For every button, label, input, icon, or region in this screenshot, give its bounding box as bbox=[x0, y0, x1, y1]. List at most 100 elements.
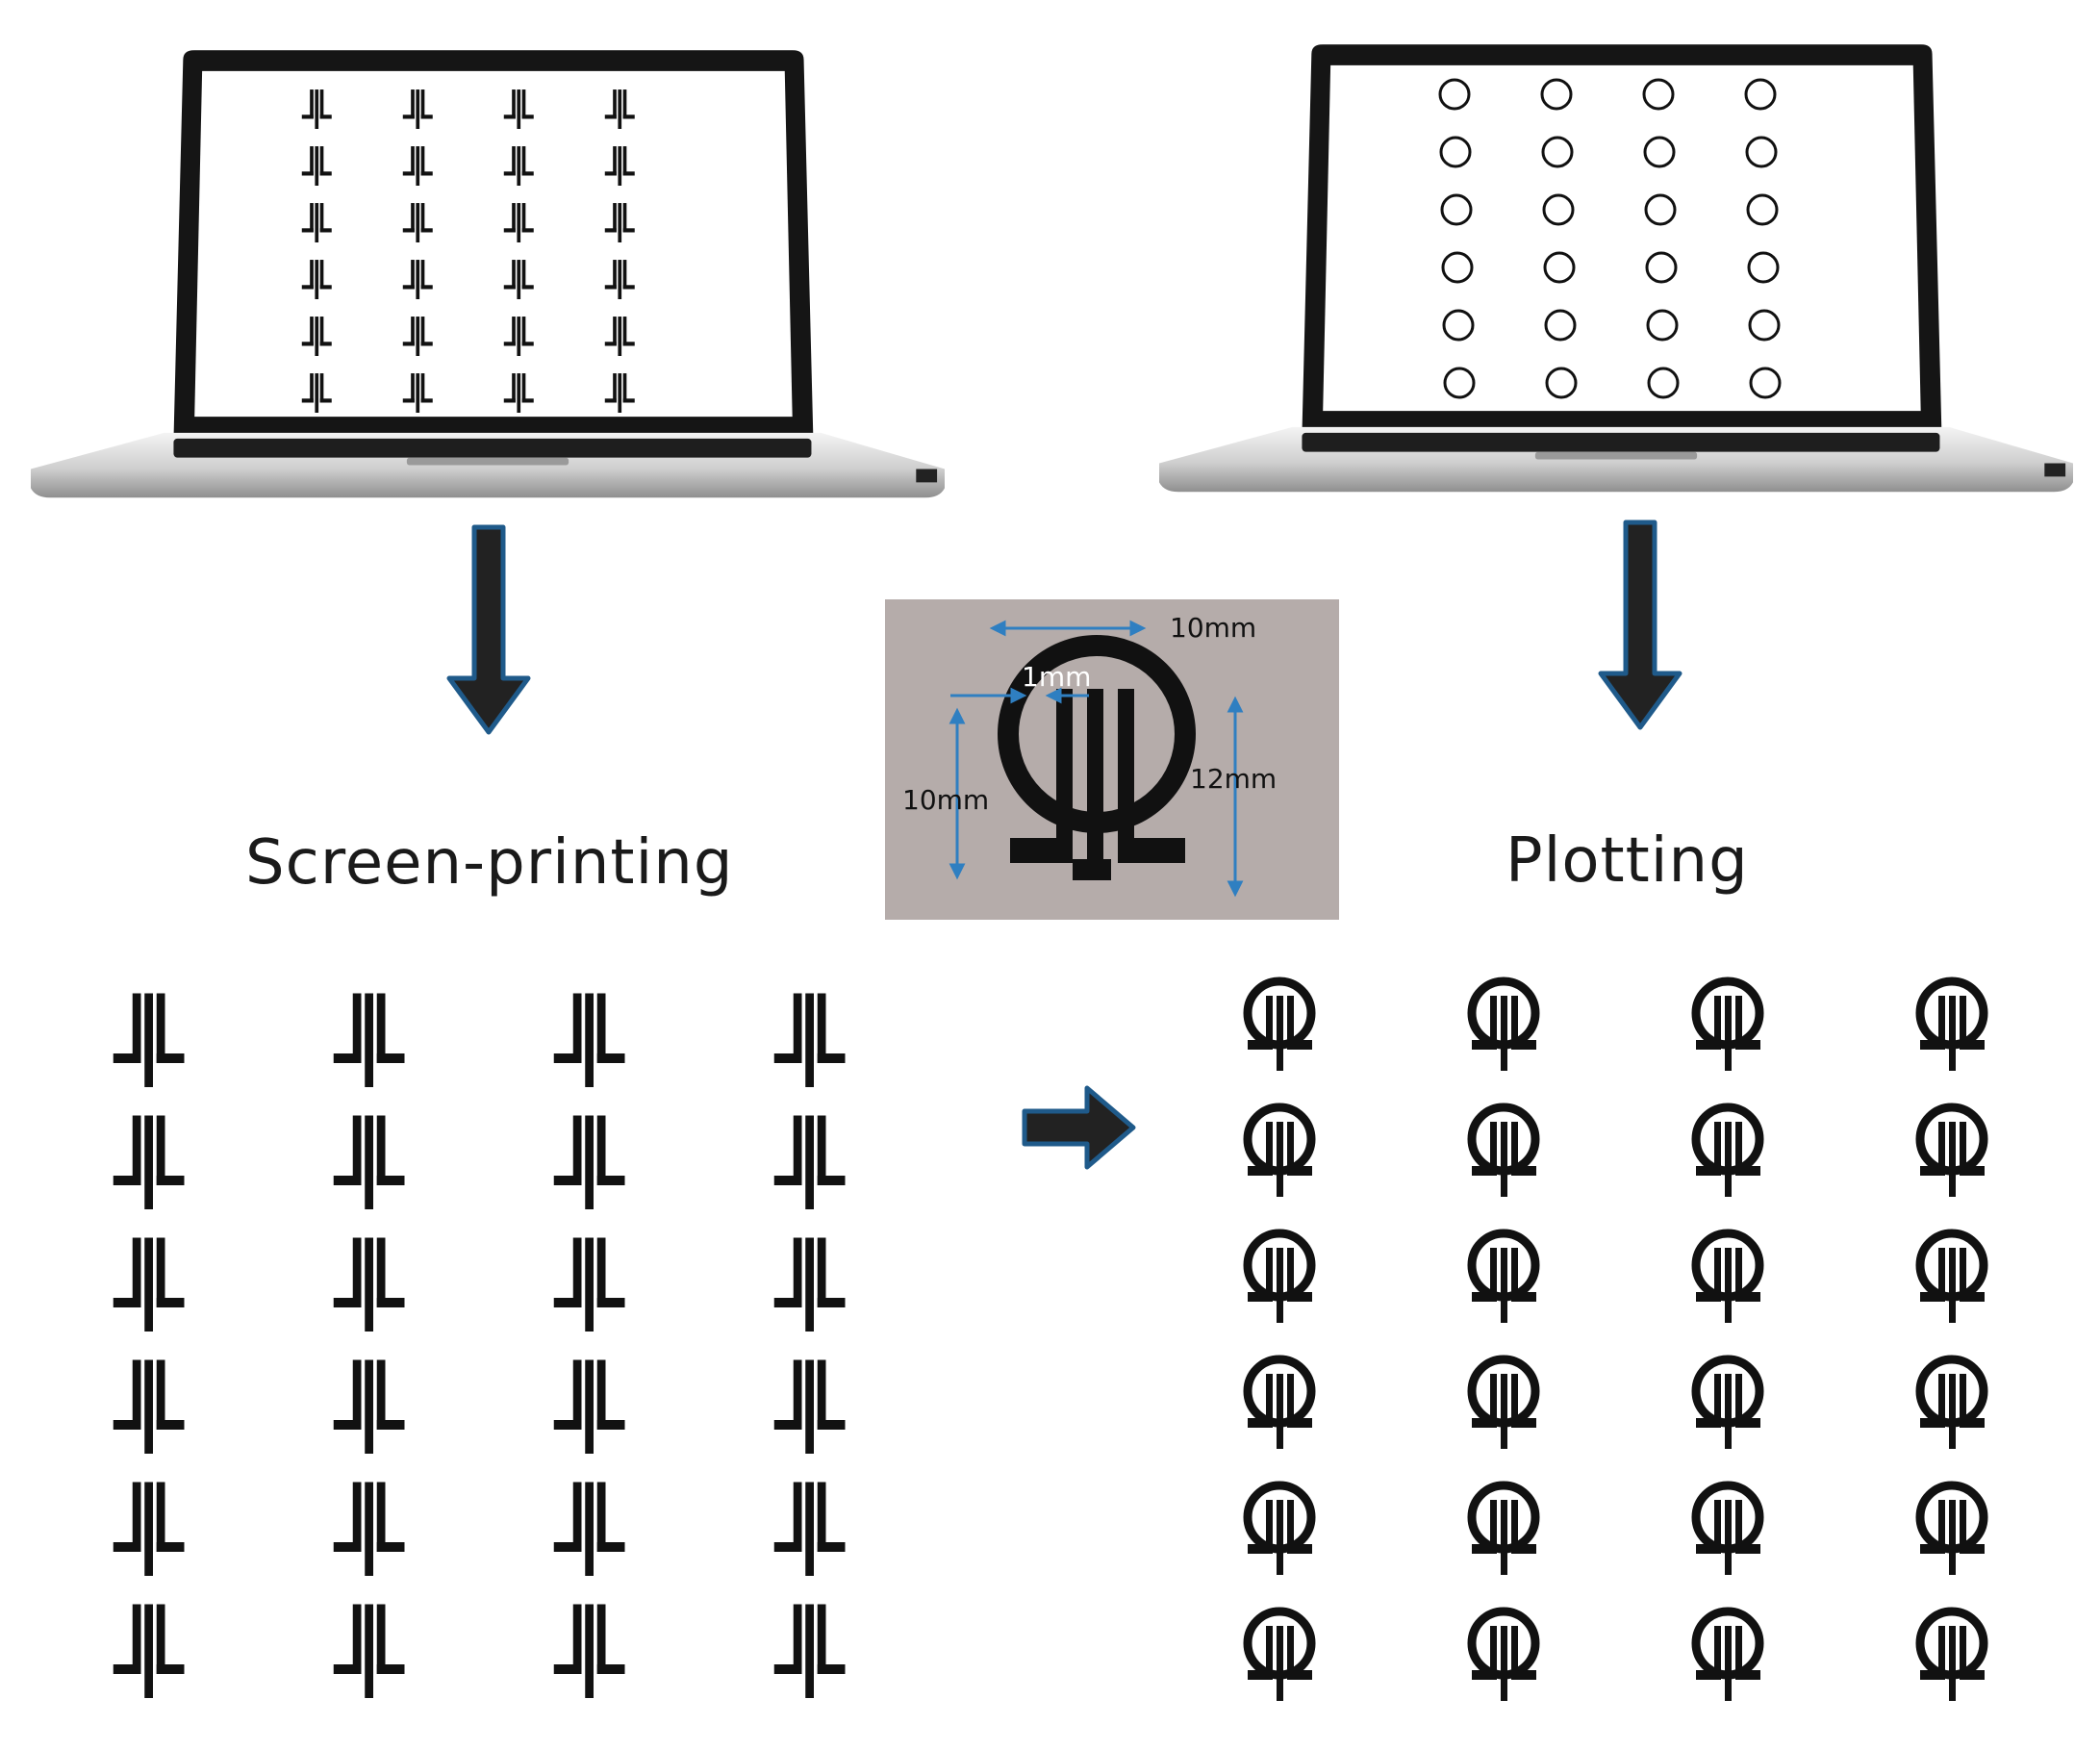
electrode-photo-drawing bbox=[949, 620, 1244, 898]
circle-icon bbox=[1645, 251, 1678, 284]
tri-electrode-icon bbox=[326, 1235, 411, 1332]
circle-icon bbox=[1542, 193, 1575, 226]
ring-electrode-icon bbox=[1236, 976, 1323, 1073]
tri-electrode-icon bbox=[546, 1480, 631, 1576]
tri-electrode-icon bbox=[403, 203, 433, 242]
circle-icon bbox=[1642, 78, 1675, 111]
tri-electrode-icon bbox=[326, 991, 411, 1087]
ring-electrode-icon bbox=[1684, 1607, 1771, 1703]
tri-electrode-icon bbox=[546, 1357, 631, 1454]
tri-electrode-icon bbox=[767, 1602, 851, 1698]
tri-electrode-icon bbox=[403, 89, 433, 129]
ring-electrode-icon bbox=[1460, 1481, 1547, 1577]
circle-icon bbox=[1543, 251, 1576, 284]
screen-printing-label: Screen-printing bbox=[245, 827, 734, 899]
tri-electrode-icon bbox=[504, 260, 534, 299]
tri-electrode-icon bbox=[302, 89, 332, 129]
tri-electrode-icon bbox=[302, 260, 332, 299]
tri-electrode-icon bbox=[504, 89, 534, 129]
tri-electrode-icon bbox=[767, 1480, 851, 1576]
dim-outer-width: 10mm bbox=[1170, 612, 1257, 644]
ring-electrode-icon bbox=[1909, 1607, 1995, 1703]
circle-icon bbox=[1745, 136, 1778, 168]
tri-electrode-icon bbox=[605, 373, 635, 413]
tri-electrode-icon bbox=[504, 203, 534, 242]
circle-icon bbox=[1439, 136, 1472, 168]
tri-electrode-icon bbox=[403, 146, 433, 186]
tri-electrode-icon bbox=[546, 1602, 631, 1698]
tri-electrode-icon bbox=[326, 1113, 411, 1209]
tri-electrode-icon bbox=[106, 1480, 190, 1576]
tri-electrode-icon bbox=[326, 1357, 411, 1454]
tri-electrode-icon bbox=[106, 991, 190, 1087]
ring-electrode-icon bbox=[1460, 976, 1547, 1073]
tri-electrode-icon bbox=[767, 1113, 851, 1209]
tri-electrode-icon bbox=[106, 1113, 190, 1209]
ring-electrode-icon bbox=[1236, 1481, 1323, 1577]
screen-printed-electrode-grid bbox=[106, 991, 875, 1722]
ring-electrode-icon bbox=[1460, 1103, 1547, 1199]
tri-electrode-icon bbox=[302, 203, 332, 242]
tri-electrode-icon bbox=[605, 89, 635, 129]
tri-electrode-icon bbox=[546, 1113, 631, 1209]
tri-electrode-icon bbox=[605, 146, 635, 186]
circle-icon bbox=[1643, 136, 1676, 168]
tri-electrode-icon bbox=[302, 146, 332, 186]
tri-electrode-icon bbox=[605, 317, 635, 356]
electrode-photo: 10mm 1mm 10mm 12mm bbox=[885, 599, 1339, 920]
ring-electrode-icon bbox=[1236, 1229, 1323, 1325]
circle-icon bbox=[1646, 309, 1679, 342]
tri-electrode-icon bbox=[767, 1357, 851, 1454]
circle-icon bbox=[1440, 193, 1473, 226]
right-laptop bbox=[1159, 44, 2073, 520]
circle-icon bbox=[1744, 78, 1777, 111]
tri-electrode-icon bbox=[767, 1235, 851, 1332]
ring-electrode-icon bbox=[1684, 1103, 1771, 1199]
arrow-down-icon bbox=[1597, 520, 1683, 731]
circle-icon bbox=[1647, 367, 1680, 399]
circle-icon bbox=[1544, 309, 1577, 342]
circle-icon bbox=[1746, 193, 1779, 226]
tri-electrode-icon bbox=[546, 991, 631, 1087]
circle-icon bbox=[1749, 367, 1782, 399]
tri-electrode-icon bbox=[546, 1235, 631, 1332]
tri-electrode-icon bbox=[326, 1602, 411, 1698]
plotted-electrode-grid bbox=[1236, 976, 2025, 1737]
arrow-right-icon bbox=[1022, 1084, 1137, 1171]
ring-electrode-icon bbox=[1684, 1355, 1771, 1451]
ring-electrode-icon bbox=[1909, 1229, 1995, 1325]
tri-electrode-icon bbox=[106, 1235, 190, 1332]
tri-electrode-icon bbox=[403, 317, 433, 356]
tri-electrode-icon bbox=[403, 260, 433, 299]
circle-icon bbox=[1438, 78, 1471, 111]
circle-icon bbox=[1644, 193, 1677, 226]
tri-electrode-icon bbox=[504, 373, 534, 413]
tri-electrode-icon bbox=[767, 991, 851, 1087]
plotting-label: Plotting bbox=[1505, 825, 1749, 897]
circle-icon bbox=[1545, 367, 1578, 399]
dim-total-height: 12mm bbox=[1190, 763, 1278, 795]
screen-electrode-grid bbox=[298, 89, 702, 435]
dim-gap: 1mm bbox=[1022, 661, 1092, 693]
tri-electrode-icon bbox=[106, 1602, 190, 1698]
circle-icon bbox=[1748, 309, 1781, 342]
circle-icon bbox=[1747, 251, 1780, 284]
ring-electrode-icon bbox=[1684, 1481, 1771, 1577]
ring-electrode-icon bbox=[1909, 976, 1995, 1073]
screen-ring-grid bbox=[1438, 78, 1782, 399]
ring-electrode-icon bbox=[1236, 1355, 1323, 1451]
circle-icon bbox=[1442, 309, 1475, 342]
circle-icon bbox=[1441, 251, 1474, 284]
ring-electrode-icon bbox=[1684, 976, 1771, 1073]
tri-electrode-icon bbox=[403, 373, 433, 413]
circle-icon bbox=[1443, 367, 1476, 399]
tri-electrode-icon bbox=[605, 203, 635, 242]
ring-electrode-icon bbox=[1684, 1229, 1771, 1325]
circle-icon bbox=[1540, 78, 1573, 111]
ring-electrode-icon bbox=[1236, 1103, 1323, 1199]
ring-electrode-icon bbox=[1460, 1355, 1547, 1451]
left-laptop bbox=[31, 50, 945, 526]
ring-electrode-icon bbox=[1460, 1607, 1547, 1703]
dim-inner-height: 10mm bbox=[902, 784, 990, 816]
ring-electrode-icon bbox=[1460, 1229, 1547, 1325]
